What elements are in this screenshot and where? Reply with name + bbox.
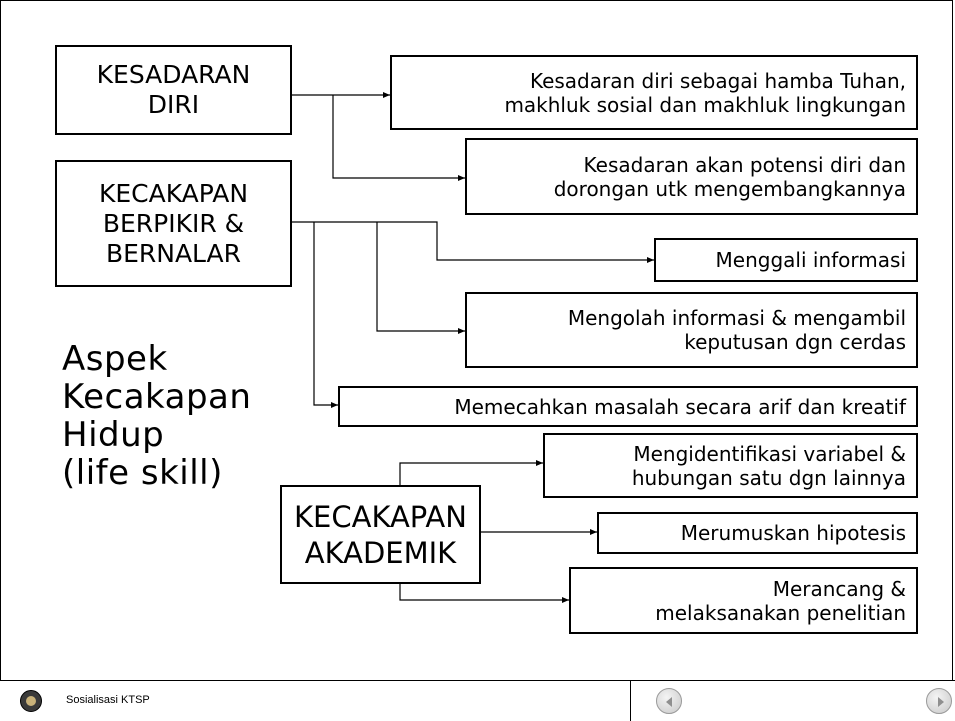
footer-bar: Sosialisasi KTSP [0, 680, 955, 721]
ministry-emblem-icon [20, 690, 42, 712]
footer-divider [630, 681, 631, 721]
connector-memecahkan [313, 222, 338, 408]
previous-arrow-icon[interactable] [656, 688, 682, 714]
connector-merancang [399, 584, 569, 603]
box-kesadaran-diri: KESADARAN DIRI [55, 45, 292, 135]
box-mengidentifikasi: Mengidentifikasi variabel & hubungan sat… [543, 433, 918, 498]
connector-menggali [292, 221, 654, 263]
box-kecakapan-akademik: KECAKAPAN AKADEMIK [280, 485, 481, 584]
box-memecahkan: Memecahkan masalah secara arif dan kreat… [338, 386, 918, 427]
box-merancang: Merancang & melaksanakan penelitian [569, 567, 918, 634]
box-merumuskan: Merumuskan hipotesis [597, 512, 918, 554]
box-menggali: Menggali informasi [654, 238, 918, 282]
connector-mengolah [376, 222, 465, 334]
box-potensi-diri: Kesadaran akan potensi diri dan dorongan… [465, 138, 918, 215]
next-arrow-icon[interactable] [926, 688, 952, 714]
aspect-title: Aspek Kecakapan Hidup (life skill) [62, 339, 252, 493]
slide-frame [0, 0, 953, 680]
box-kecakapan-berpikir: KECAKAPAN BERPIKIR & BERNALAR [55, 160, 292, 287]
connector-potensi-diri [332, 95, 465, 181]
connector-mengidentifikasi [399, 460, 543, 485]
box-mengolah: Mengolah informasi & mengambil keputusan… [465, 292, 918, 368]
footer-text: Sosialisasi KTSP [66, 694, 150, 706]
box-hamba-tuhan: Kesadaran diri sebagai hamba Tuhan, makh… [390, 55, 918, 130]
